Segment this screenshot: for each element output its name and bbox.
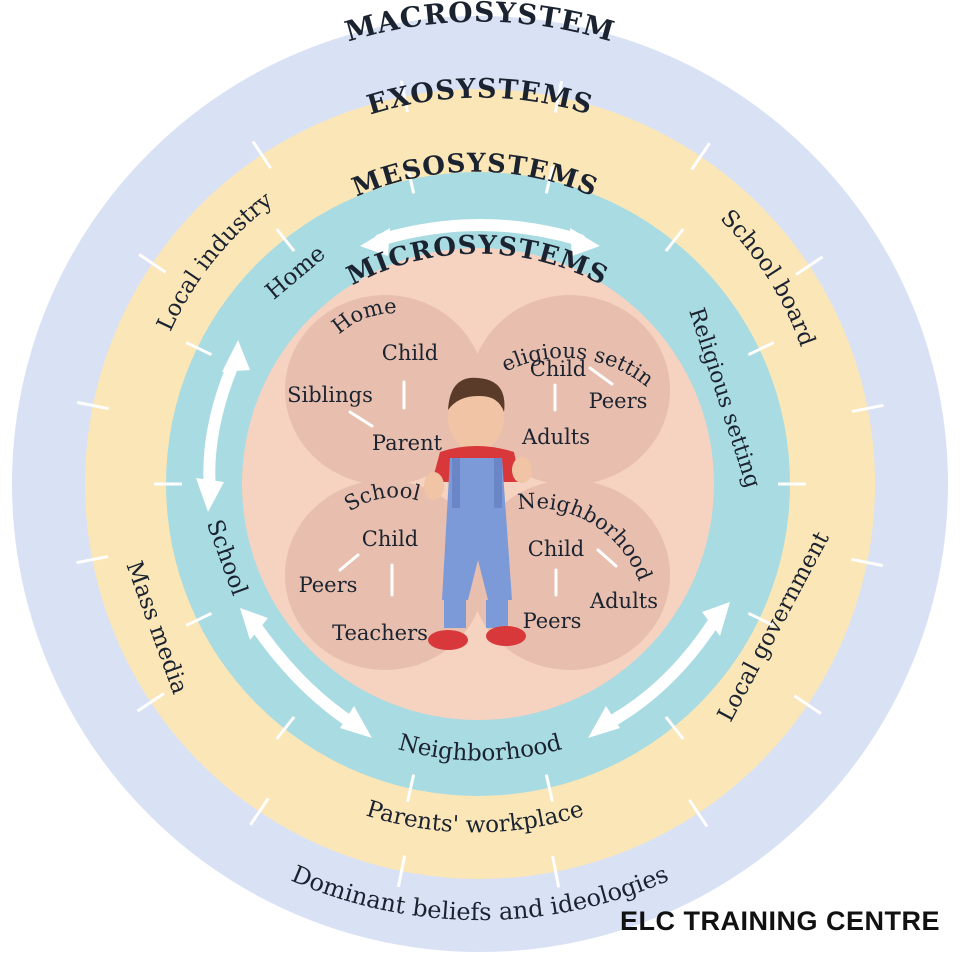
neighborhood-item-adults: Adults xyxy=(589,589,658,613)
religious-item-peers: Peers xyxy=(589,389,648,413)
connector-arrow xyxy=(544,165,555,194)
connector-arrow xyxy=(747,341,775,357)
connector-arrow xyxy=(851,403,884,413)
connector-arrow xyxy=(664,228,685,252)
credit-watermark: ELC TRAINING CENTRE xyxy=(620,906,940,936)
home-item-child: Child xyxy=(382,341,438,365)
connector-arrow xyxy=(851,557,884,568)
neighborhood-petal xyxy=(470,480,670,670)
connector-arrow xyxy=(76,555,109,565)
home-item-siblings: Siblings xyxy=(287,383,373,407)
child-figure xyxy=(424,377,532,650)
home-petal xyxy=(285,295,485,485)
connector-arrow xyxy=(249,797,270,826)
connector-arrow xyxy=(138,253,167,274)
connector-arrow xyxy=(251,140,272,169)
connector-arrow xyxy=(690,142,711,171)
connector-arrow xyxy=(544,774,555,803)
connector-arrow xyxy=(405,165,416,194)
connector-arrow xyxy=(275,228,296,252)
ring-connector-arrows xyxy=(76,80,884,888)
connector-arrow xyxy=(688,799,709,828)
neighborhood-item-peers: Peers xyxy=(523,609,582,633)
connector-arrow xyxy=(396,855,407,888)
connector-arrow xyxy=(399,80,409,113)
religious-petal xyxy=(470,295,670,485)
connector-arrow xyxy=(551,855,561,888)
connector-arrow xyxy=(664,716,685,740)
connector-arrow xyxy=(275,716,296,740)
school-item-child: Child xyxy=(362,527,418,551)
school-item-peers: Peers xyxy=(299,573,358,597)
connector-arrow xyxy=(185,341,213,357)
mesosystem-arrows xyxy=(203,219,721,731)
school-item-teachers: Teachers xyxy=(332,621,428,645)
microsystem-arrows xyxy=(338,366,618,597)
neighborhood-item-child: Child xyxy=(528,537,584,561)
mesosystem-arrowheads xyxy=(196,228,730,738)
religious-item-adults: Adults xyxy=(521,425,590,449)
home-item-parent: Parent xyxy=(372,431,443,455)
connector-arrow xyxy=(795,255,824,276)
connector-arrow xyxy=(405,774,416,803)
connector-arrow xyxy=(553,80,564,113)
connector-arrow xyxy=(793,694,822,715)
religious-item-child: Child xyxy=(530,357,586,381)
connector-arrow xyxy=(136,692,165,713)
connector-arrow xyxy=(747,611,775,627)
school-petal xyxy=(285,480,485,670)
connector-arrow xyxy=(76,400,109,411)
connector-arrow xyxy=(185,611,213,627)
